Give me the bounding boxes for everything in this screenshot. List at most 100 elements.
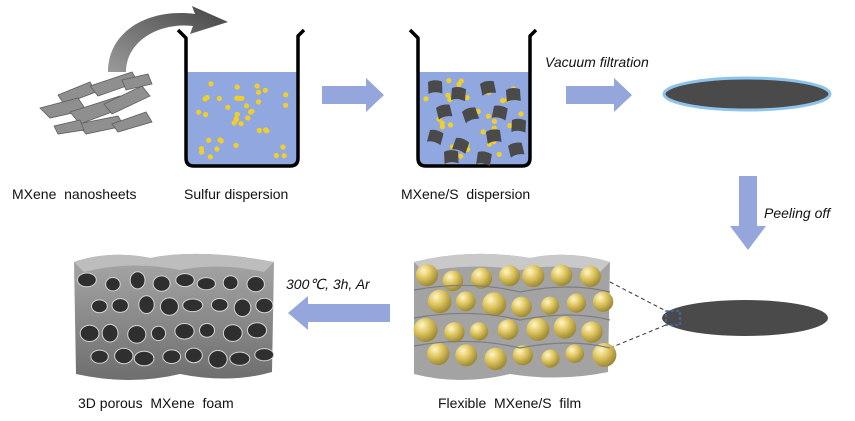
sulfur-particle bbox=[439, 124, 445, 130]
label-mxene-nanosheets: MXene nanosheets bbox=[12, 186, 137, 202]
mxene-flake bbox=[476, 151, 492, 167]
sulfur-particle bbox=[233, 142, 239, 148]
sulfur-particle bbox=[496, 151, 502, 157]
arrow-left bbox=[288, 296, 390, 330]
sulfur-sphere bbox=[427, 342, 450, 366]
sulfur-particle bbox=[236, 95, 242, 101]
mxene-flake bbox=[511, 118, 526, 133]
sulfur-particle bbox=[255, 89, 262, 95]
sulfur-particle bbox=[273, 152, 279, 159]
sulfur-particle bbox=[439, 120, 445, 126]
sulfur-sphere bbox=[550, 264, 573, 286]
label-peeling-off: Peeling off bbox=[764, 205, 832, 221]
mxene-flake bbox=[428, 80, 443, 94]
foam-pore bbox=[184, 347, 203, 364]
sulfur-particle bbox=[203, 112, 209, 118]
sulfur-sphere bbox=[565, 344, 584, 364]
foam-pore bbox=[175, 273, 195, 288]
sulfur-particle bbox=[199, 149, 205, 155]
sulfur-sphere bbox=[415, 264, 438, 287]
peeled-film bbox=[662, 300, 828, 336]
sulfur-particle bbox=[500, 98, 506, 104]
sulfur-particle bbox=[255, 99, 262, 105]
foam-pore bbox=[233, 298, 252, 318]
sulfur-sphere bbox=[512, 345, 533, 366]
mxene-flake bbox=[462, 107, 480, 124]
sulfur-particle bbox=[262, 87, 268, 93]
sulfur-particle bbox=[464, 94, 470, 101]
beaker-sulfur bbox=[176, 28, 306, 168]
sulfur-particle bbox=[207, 154, 213, 160]
sulfur-sphere bbox=[566, 293, 587, 313]
curved-arrow bbox=[108, 6, 228, 72]
foam-pore bbox=[222, 324, 243, 342]
sulfur-particle bbox=[231, 120, 237, 126]
sulfur-sphere bbox=[592, 342, 617, 367]
foam-pore bbox=[196, 277, 216, 291]
foam-pore bbox=[159, 297, 179, 316]
sulfur-particle bbox=[456, 81, 462, 88]
sulfur-sphere bbox=[511, 296, 532, 318]
sulfur-particle bbox=[234, 84, 240, 90]
sulfur-particle bbox=[216, 95, 222, 102]
sulfur-sphere bbox=[455, 344, 478, 367]
beaker-mxene-s bbox=[408, 28, 538, 168]
sulfur-particle bbox=[263, 127, 269, 133]
zoom-lines bbox=[609, 281, 667, 349]
sulfur-particle bbox=[206, 137, 212, 143]
label-porous-foam: 3D porous MXene foam bbox=[78, 395, 234, 411]
sulfur-particle bbox=[208, 81, 214, 87]
label-flexible-film: Flexible MXene/S film bbox=[438, 395, 581, 411]
foam-pore bbox=[111, 298, 129, 313]
sulfur-particle bbox=[423, 96, 429, 102]
foam-pore bbox=[208, 350, 228, 369]
sulfur-particle bbox=[283, 92, 289, 98]
filtered-film bbox=[662, 76, 832, 112]
sulfur-sphere bbox=[470, 267, 493, 289]
sulfur-particle bbox=[233, 116, 239, 122]
sulfur-particle bbox=[458, 153, 464, 159]
mxene-flake bbox=[426, 129, 444, 146]
sulfur-particle bbox=[485, 113, 491, 119]
sulfur-sphere bbox=[541, 349, 560, 368]
sulfur-particle bbox=[245, 115, 251, 121]
sulfur-particle bbox=[281, 153, 287, 159]
sulfur-particle bbox=[256, 127, 262, 134]
sulfur-particle bbox=[446, 77, 452, 84]
label-sulfur-dispersion: Sulfur dispersion bbox=[184, 186, 288, 202]
arrow-down bbox=[730, 176, 766, 250]
foam-pore bbox=[152, 275, 171, 292]
mxene-flake bbox=[506, 88, 521, 102]
foam-pore bbox=[254, 348, 275, 362]
label-conditions: 300℃, 3h, Ar bbox=[286, 276, 371, 292]
sulfur-particle bbox=[234, 111, 240, 117]
sulfur-sphere bbox=[579, 265, 601, 287]
sulfur-particle bbox=[491, 118, 497, 124]
foam-pore bbox=[182, 298, 204, 313]
foam-pore bbox=[150, 325, 167, 341]
label-mxene-s-dispersion: MXene/S dispersion bbox=[401, 186, 530, 202]
sulfur-sphere bbox=[592, 291, 614, 312]
foam-pore bbox=[210, 298, 229, 312]
foam-pore bbox=[91, 299, 108, 314]
foam-pore bbox=[133, 350, 155, 367]
sulfur-particle bbox=[445, 92, 451, 98]
foam-pore bbox=[129, 271, 146, 290]
sulfur-particle bbox=[238, 121, 244, 127]
porous-foam-block bbox=[74, 253, 275, 380]
foam-pore bbox=[246, 276, 265, 293]
sulfur-particle bbox=[507, 123, 513, 129]
sulfur-sphere bbox=[469, 322, 489, 341]
mxene-flake bbox=[491, 105, 508, 121]
sulfur-sphere bbox=[497, 319, 519, 340]
foam-pore bbox=[127, 325, 147, 344]
sulfur-sphere bbox=[499, 265, 520, 287]
foam-pore bbox=[138, 295, 155, 315]
foam-pore bbox=[90, 349, 109, 364]
sulfur-sphere bbox=[413, 318, 438, 342]
mxene-flake bbox=[436, 104, 453, 120]
sulfur-particle bbox=[280, 144, 286, 150]
sulfur-particle bbox=[249, 108, 255, 114]
sulfur-sphere bbox=[581, 321, 603, 343]
